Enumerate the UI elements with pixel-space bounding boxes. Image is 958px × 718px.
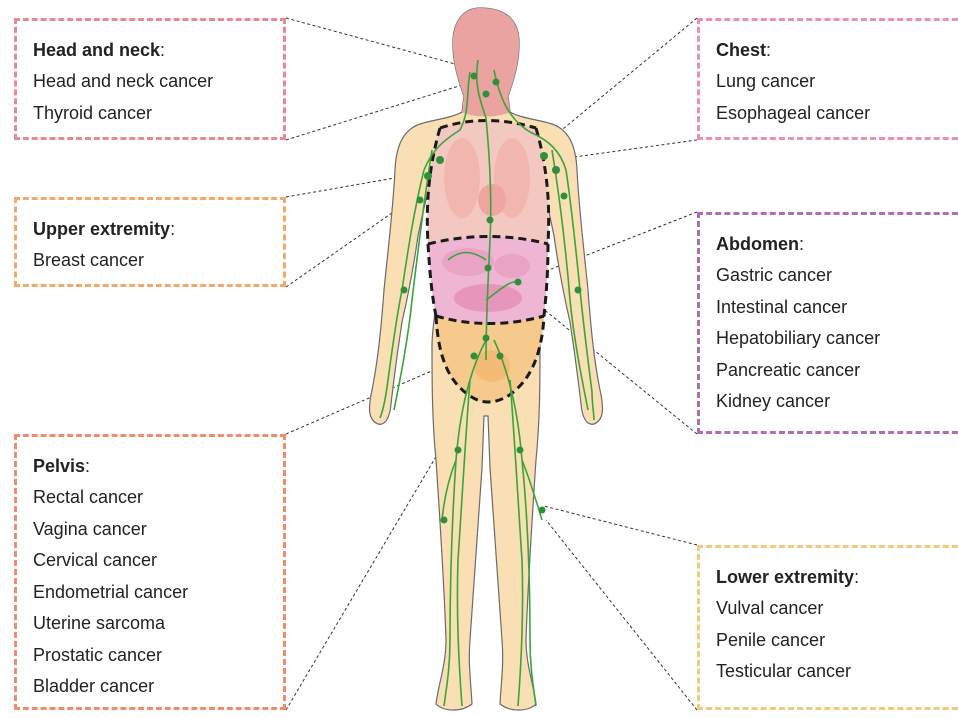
cancer-item: Thyroid cancer	[33, 98, 283, 130]
leader-line-lower-bottom	[546, 520, 697, 710]
cancer-item: Prostatic cancer	[33, 640, 283, 672]
cancer-item: Uterine sarcoma	[33, 608, 283, 640]
upper-extremity-title: Upper extremity:	[33, 214, 283, 245]
cancer-item: Kidney cancer	[716, 386, 958, 418]
cancer-item: Esophageal cancer	[716, 98, 958, 130]
lymph-node	[552, 166, 560, 174]
lower-extremity-title: Lower extremity:	[716, 562, 958, 593]
lymph-node	[401, 287, 408, 294]
leader-line-abdomen-bottom	[536, 303, 697, 434]
lymph-node	[417, 197, 424, 204]
head-and-neck-title: Head and neck:	[33, 35, 283, 66]
left-lung	[444, 138, 480, 218]
cancer-item: Vagina cancer	[33, 514, 283, 546]
leader-line-head-top	[286, 18, 470, 68]
cancer-item: Penile cancer	[716, 625, 958, 657]
lymph-node	[575, 287, 582, 294]
head-and-neck-box: Head and neck: Head and neck cancer Thyr…	[14, 18, 286, 140]
cancer-item: Hepatobiliary cancer	[716, 323, 958, 355]
chest-box: Chest: Lung cancer Esophageal cancer	[697, 18, 958, 140]
lymph-node	[517, 447, 524, 454]
pelvis-title: Pelvis:	[33, 451, 283, 482]
cancer-item: Cervical cancer	[33, 545, 283, 577]
lymph-node	[471, 73, 478, 80]
lymph-node	[471, 353, 478, 360]
lymph-node	[561, 193, 568, 200]
lymph-node	[497, 353, 504, 360]
lymph-node	[424, 172, 432, 180]
lymph-node	[455, 447, 462, 454]
lymph-node	[540, 152, 548, 160]
cancer-item: Lung cancer	[716, 66, 958, 98]
lymph-node	[483, 91, 490, 98]
leader-line-chest-top	[540, 18, 697, 148]
lymph-node	[441, 517, 448, 524]
lymph-node	[483, 335, 490, 342]
lymph-node	[539, 507, 546, 514]
heart	[478, 184, 506, 216]
lymph-node	[515, 279, 522, 286]
leader-line-lower-top	[544, 506, 697, 545]
lymph-node	[493, 79, 500, 86]
head-region-fill	[453, 8, 519, 117]
cancer-item: Testicular cancer	[716, 656, 958, 688]
lower-extremity-box: Lower extremity: Vulval cancer Penile ca…	[697, 545, 958, 710]
cancer-item: Endometrial cancer	[33, 577, 283, 609]
lymph-node	[487, 217, 494, 224]
pelvis-box: Pelvis: Rectal cancer Vagina cancer Cerv…	[14, 434, 286, 710]
cancer-item: Gastric cancer	[716, 260, 958, 292]
chest-title: Chest:	[716, 35, 958, 66]
cancer-item: Intestinal cancer	[716, 292, 958, 324]
lymph-node	[436, 156, 444, 164]
cancer-item: Pancreatic cancer	[716, 355, 958, 387]
cancer-item: Head and neck cancer	[33, 66, 283, 98]
cancer-item: Breast cancer	[33, 245, 283, 277]
lymph-node	[485, 265, 492, 272]
abdomen-box: Abdomen: Gastric cancer Intestinal cance…	[697, 212, 958, 434]
cancer-item: Bladder cancer	[33, 671, 283, 703]
cancer-item: Rectal cancer	[33, 482, 283, 514]
upper-extremity-box: Upper extremity: Breast cancer	[14, 197, 286, 287]
abdomen-title: Abdomen:	[716, 229, 958, 260]
cancer-item: Vulval cancer	[716, 593, 958, 625]
stomach	[494, 254, 530, 278]
